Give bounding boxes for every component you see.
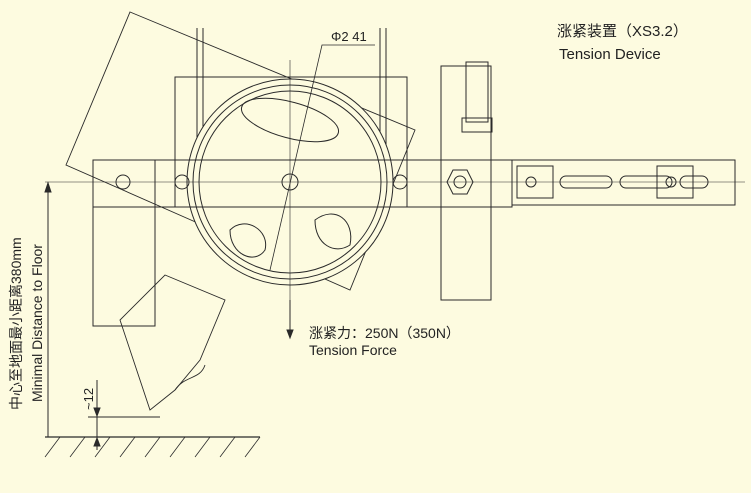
title-en: Tension Device [559, 46, 661, 63]
distance-en: Minimal Distance to Floor [29, 244, 45, 402]
gap-label: ~12 [81, 387, 96, 410]
force-en: Tension Force [309, 342, 397, 358]
sensor [465, 61, 489, 123]
slot-bar [511, 159, 736, 206]
diameter-label: Φ2 41 [331, 29, 367, 44]
force-zh: 涨紧力：250N（350N） [309, 325, 460, 341]
diameter-leader [269, 44, 375, 271]
floor-hatch [44, 436, 261, 458]
distance-zh: 中心至地面最小距离380mm [8, 237, 24, 410]
title-zh: 涨紧装置（XS3.2） [557, 23, 688, 40]
left-plate [92, 159, 156, 327]
